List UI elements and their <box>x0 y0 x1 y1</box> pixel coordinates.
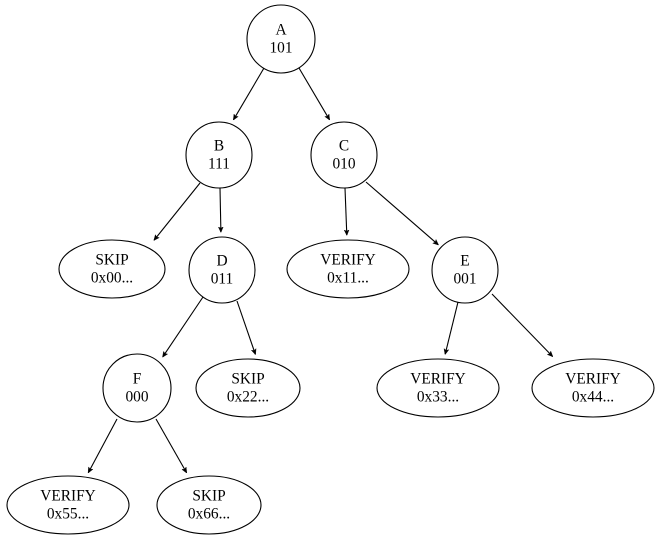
node-label-secondary: 011 <box>211 271 234 288</box>
node-label-secondary: 010 <box>332 156 355 173</box>
edge-line <box>234 67 265 120</box>
node-label-primary: SKIP <box>231 371 264 388</box>
node-label-secondary: 0x11... <box>327 270 369 287</box>
edge-line <box>155 418 187 473</box>
edge-line <box>163 296 204 357</box>
node-v11[interactable]: VERIFY0x11... <box>286 239 410 299</box>
edge-e-to-v33 <box>445 301 459 354</box>
node-label-secondary: 0x55... <box>47 506 89 523</box>
node-label-primary: C <box>339 138 349 155</box>
node-label-secondary: 101 <box>269 40 292 57</box>
edge-a-to-c <box>298 67 329 120</box>
node-label-primary: B <box>214 138 224 155</box>
node-shape-circle[interactable] <box>246 4 316 74</box>
edge-line <box>87 418 118 473</box>
node-label-primary: VERIFY <box>410 371 466 388</box>
node-s00[interactable]: SKIP0x00... <box>58 239 166 299</box>
edge-e-to-v44 <box>491 293 553 356</box>
node-label-primary: E <box>460 253 469 270</box>
edge-c-to-v11 <box>345 187 347 235</box>
node-label-secondary: 0x33... <box>417 389 459 406</box>
edge-c-to-e <box>365 181 438 245</box>
nodes-layer: A101B111C010SKIP0x00...D011VERIFY0x11...… <box>6 4 655 535</box>
node-shape-ellipse[interactable] <box>156 475 262 535</box>
node-shape-ellipse[interactable] <box>531 358 655 418</box>
node-label-primary: VERIFY <box>40 488 96 505</box>
node-label-secondary: 0x00... <box>91 270 133 287</box>
node-label-secondary: 001 <box>453 271 476 288</box>
node-label-secondary: 0x22... <box>227 389 269 406</box>
edge-d-to-f <box>163 296 204 357</box>
node-label-primary: D <box>216 253 227 270</box>
edge-b-to-d <box>220 187 221 232</box>
node-label-secondary: 0x44... <box>572 389 614 406</box>
node-shape-circle[interactable] <box>188 236 256 304</box>
node-label-secondary: 000 <box>125 389 148 406</box>
node-shape-ellipse[interactable] <box>286 239 410 299</box>
node-shape-circle[interactable] <box>310 121 378 189</box>
edge-f-to-v55 <box>87 418 118 473</box>
edge-a-to-b <box>234 67 265 120</box>
edges-layer <box>87 67 553 473</box>
node-v44[interactable]: VERIFY0x44... <box>531 358 655 418</box>
node-shape-circle[interactable] <box>185 121 253 189</box>
edge-line <box>345 187 347 235</box>
edge-line <box>298 67 329 120</box>
node-shape-ellipse[interactable] <box>195 358 301 418</box>
edge-d-to-s22 <box>236 300 255 354</box>
node-label-primary: A <box>275 22 286 39</box>
node-shape-circle[interactable] <box>431 236 499 304</box>
edge-line <box>154 182 201 240</box>
node-label-secondary: 111 <box>208 156 230 173</box>
node-label-primary: VERIFY <box>320 252 376 269</box>
edge-line <box>365 181 438 245</box>
node-shape-ellipse[interactable] <box>376 358 500 418</box>
node-s22[interactable]: SKIP0x22... <box>195 358 301 418</box>
edge-line <box>491 293 553 356</box>
node-label-primary: SKIP <box>95 252 128 269</box>
node-v55[interactable]: VERIFY0x55... <box>6 475 130 535</box>
node-label-primary: SKIP <box>192 488 225 505</box>
node-s66[interactable]: SKIP0x66... <box>156 475 262 535</box>
edge-line <box>220 187 221 232</box>
node-shape-ellipse[interactable] <box>58 239 166 299</box>
edge-f-to-s66 <box>155 418 187 473</box>
edge-line <box>445 301 459 354</box>
edge-b-to-s00 <box>154 182 201 240</box>
node-shape-circle[interactable] <box>102 353 172 423</box>
node-label-primary: F <box>133 371 142 388</box>
node-label-secondary: 0x66... <box>188 506 230 523</box>
node-shape-ellipse[interactable] <box>6 475 130 535</box>
node-v33[interactable]: VERIFY0x33... <box>376 358 500 418</box>
edge-line <box>236 300 255 354</box>
node-label-primary: VERIFY <box>565 371 621 388</box>
